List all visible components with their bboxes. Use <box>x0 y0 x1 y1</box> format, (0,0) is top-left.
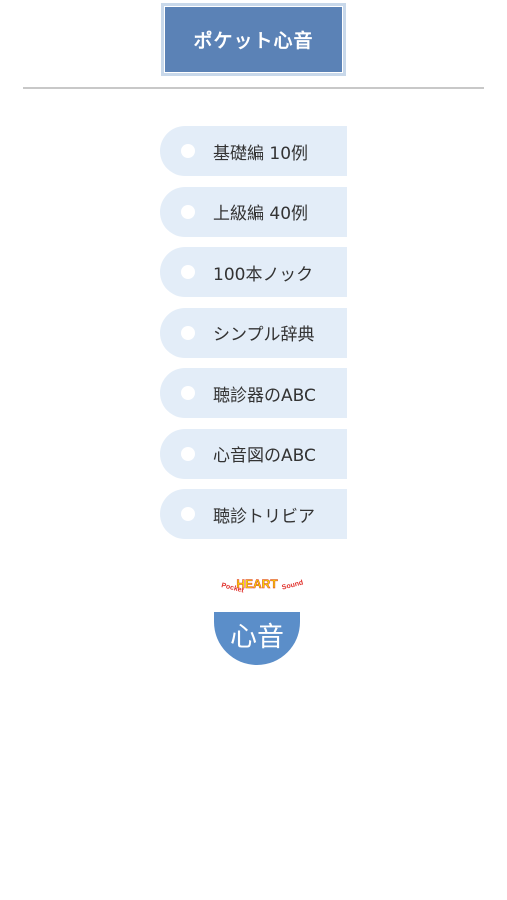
main-menu: 基礎編 10例 上級編 40例 100本ノック シンプル辞典 聴診器のABC 心… <box>160 126 347 550</box>
bullet-icon <box>181 265 195 279</box>
logo-sound-text: Sound <box>281 580 304 592</box>
menu-item-basic[interactable]: 基礎編 10例 <box>160 126 347 176</box>
menu-item-label: 聴診トリビア <box>213 506 315 527</box>
bullet-icon <box>181 144 195 158</box>
menu-item-label: 100本ノック <box>213 264 314 285</box>
menu-item-label: 聴診器のABC <box>213 385 316 406</box>
menu-item-label: シンプル辞典 <box>213 325 315 345</box>
bullet-icon <box>181 446 195 461</box>
menu-item-dictionary[interactable]: シンプル辞典 <box>160 307 347 358</box>
bullet-icon <box>181 204 195 219</box>
pocket-heart-sound-logo: Pocket HEART Sound 心音 <box>214 577 304 665</box>
menu-item-label: 心音図のABC <box>213 446 316 466</box>
app-title-box: ポケット心音 <box>161 3 346 76</box>
bullet-icon <box>181 325 195 340</box>
menu-item-label: 基礎編 10例 <box>213 143 309 164</box>
header-divider <box>23 87 484 89</box>
bullet-icon <box>181 507 195 521</box>
logo-heart-text: HEART <box>236 577 278 591</box>
app-title: ポケット心音 <box>164 6 343 73</box>
logo-heart-sound-kanji: 心音 <box>230 622 284 653</box>
logo-bowl-shape <box>214 612 300 665</box>
bullet-icon <box>181 386 195 400</box>
menu-item-phonocardiogram-abc[interactable]: 心音図のABC <box>160 428 347 479</box>
menu-item-advanced[interactable]: 上級編 40例 <box>160 186 347 237</box>
menu-item-stethoscope-abc[interactable]: 聴診器のABC <box>160 368 347 418</box>
menu-item-trivia[interactable]: 聴診トリビア <box>160 489 347 539</box>
menu-item-100-knock[interactable]: 100本ノック <box>160 247 347 297</box>
menu-item-label: 上級編 40例 <box>213 204 309 224</box>
